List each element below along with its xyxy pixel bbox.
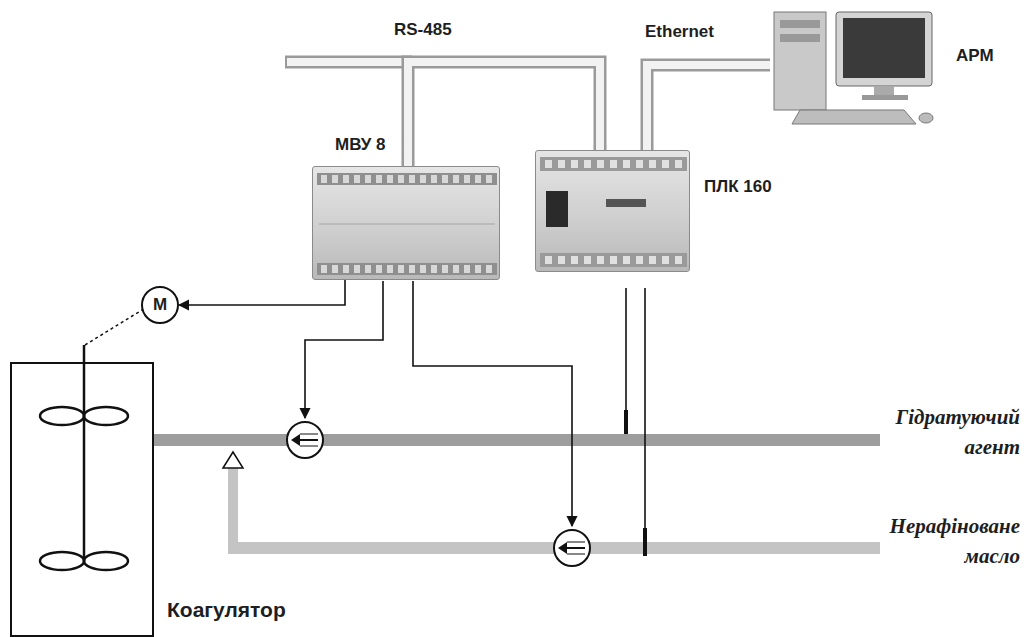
- valve-symbol: [554, 530, 590, 566]
- plc-controller: ПЛК 160: [535, 150, 690, 272]
- workstation: АРМ: [770, 6, 940, 128]
- device-illustration: [536, 151, 691, 273]
- node-label: ПЛК 160: [704, 177, 772, 197]
- bus-stub: [285, 62, 412, 63]
- oil-pipe: [223, 452, 880, 554]
- agent-pipe: [153, 434, 880, 446]
- mixer: [40, 345, 128, 570]
- motor-coupling: [85, 310, 142, 345]
- valve-control-line: [413, 281, 572, 526]
- sensor-line: [626, 288, 645, 556]
- valve-control-line: [305, 281, 383, 418]
- node-label: АРМ: [956, 46, 994, 66]
- bus-label: Ethernet: [643, 22, 716, 42]
- io-module: МВУ 8: [312, 166, 500, 280]
- motor-symbol: M: [141, 286, 179, 324]
- coagulator-tank: Коагулятор: [10, 362, 154, 637]
- pipe-label: Гідратуючий агент: [885, 402, 1020, 462]
- device-illustration: [12, 364, 156, 637]
- bus-label: RS-485: [392, 20, 454, 40]
- pipe-label: Нерафіноване масло: [882, 511, 1020, 571]
- device-illustration: [313, 167, 501, 281]
- bus-connector: [647, 65, 770, 150]
- node-label: Коагулятор: [167, 598, 286, 622]
- signal-connector: [179, 280, 345, 305]
- node-label: M: [153, 295, 167, 315]
- valve-symbol: [287, 422, 323, 458]
- node-label: МВУ 8: [335, 135, 386, 155]
- device-illustration: [770, 6, 940, 128]
